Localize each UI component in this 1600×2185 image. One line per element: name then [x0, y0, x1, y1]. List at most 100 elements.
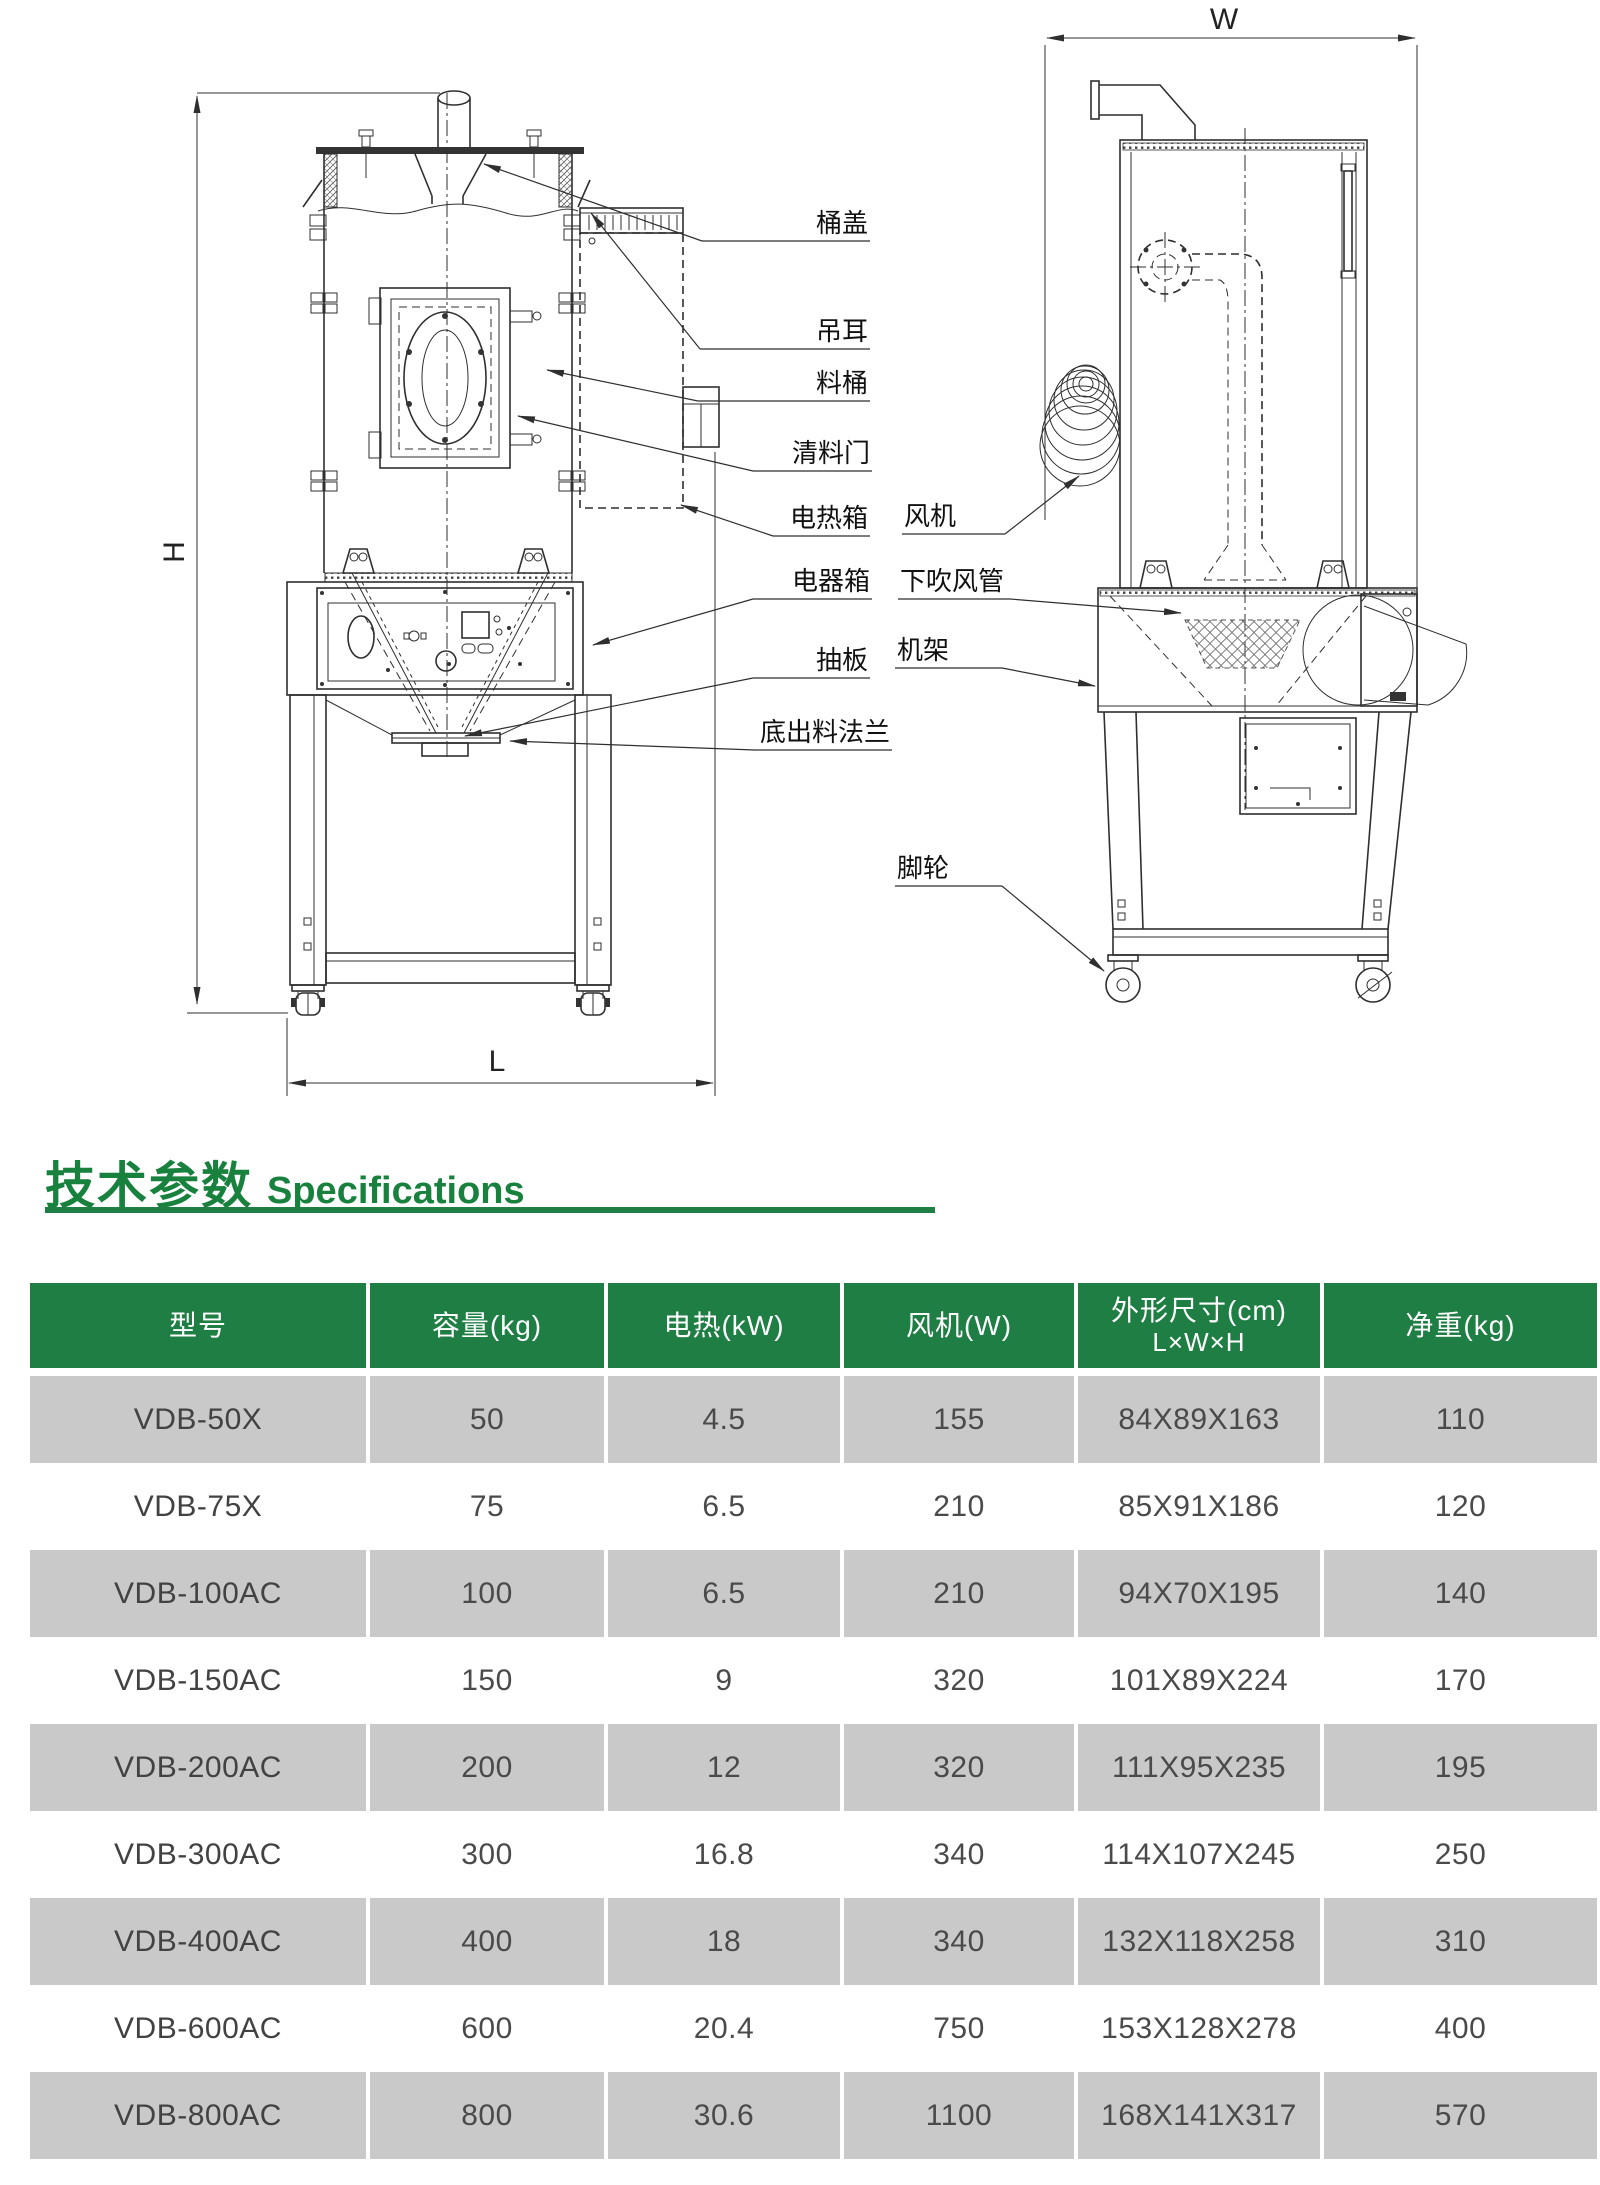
header-label: 型号	[168, 1309, 227, 1341]
label-electric-box: 电器箱	[792, 566, 870, 596]
stand-frame-side	[1103, 711, 1412, 956]
part-labels: 桶盖 吊耳 料桶 清料门 电热箱 电器箱 抽板	[464, 163, 1182, 972]
cell-capacity: 100	[370, 1550, 604, 1637]
header-sublabel: L×W×H	[1152, 1326, 1246, 1357]
cell-weight: 570	[1324, 2072, 1597, 2159]
cell-model: VDB-100AC	[30, 1550, 366, 1637]
cell-fan: 210	[844, 1463, 1074, 1550]
cell-capacity: 300	[370, 1811, 604, 1898]
perforated-plate	[1184, 619, 1301, 669]
down-blow-duct	[1130, 232, 1287, 581]
cell-fan: 210	[844, 1550, 1074, 1637]
cell-weight: 400	[1324, 1985, 1597, 2072]
cell-model: VDB-150AC	[30, 1637, 366, 1724]
section-title: 技术参数 Specifications	[45, 1146, 525, 1218]
section-title-en: Specifications	[267, 1170, 525, 1212]
cell-weight: 140	[1324, 1550, 1597, 1637]
label-heating-box: 电热箱	[790, 503, 868, 533]
technical-drawing: H L	[158, 3, 1468, 1096]
cell-weight: 120	[1324, 1463, 1597, 1550]
cell-dims: 84X89X163	[1078, 1376, 1320, 1463]
cell-heating: 18	[608, 1898, 840, 1985]
cell-fan: 155	[844, 1376, 1074, 1463]
cell-heating: 12	[608, 1724, 840, 1811]
cell-capacity: 75	[370, 1463, 604, 1550]
electric-control-box	[286, 581, 584, 696]
header-cell-capacity: 容量(kg)	[370, 1283, 604, 1368]
cell-dims: 94X70X195	[1078, 1550, 1320, 1637]
caster	[291, 984, 325, 1016]
cell-heating: 6.5	[608, 1463, 840, 1550]
header-label: 容量(kg)	[431, 1309, 543, 1341]
lid-bolt	[358, 129, 374, 178]
cell-heating: 4.5	[608, 1376, 840, 1463]
cell-model: VDB-200AC	[30, 1724, 366, 1811]
header-label: 风机(W)	[905, 1309, 1013, 1341]
label-material-barrel: 料桶	[816, 368, 868, 398]
cell-model: VDB-300AC	[30, 1811, 366, 1898]
cell-fan: 1100	[844, 2072, 1074, 2159]
heating-box	[579, 207, 720, 509]
header-cell-weight: 净重(kg)	[1324, 1283, 1597, 1368]
cell-capacity: 50	[370, 1376, 604, 1463]
barrel-side-body	[1119, 139, 1368, 589]
lid-bolt	[526, 129, 542, 178]
cell-heating: 6.5	[608, 1550, 840, 1637]
cell-dims: 114X107X245	[1078, 1811, 1320, 1898]
cell-weight: 110	[1324, 1376, 1597, 1463]
label-bottom-discharge-flange: 底出料法兰	[760, 717, 890, 747]
cell-heating: 30.6	[608, 2072, 840, 2159]
caster	[1355, 954, 1393, 1003]
cell-model: VDB-400AC	[30, 1898, 366, 1985]
label-machine-frame: 机架	[897, 635, 949, 665]
cell-dims: 85X91X186	[1078, 1463, 1320, 1550]
header-label: 外形尺寸(cm)	[1111, 1294, 1287, 1326]
header-label: 电热(kW)	[663, 1309, 785, 1341]
section-title-zh: 技术参数	[45, 1158, 253, 1214]
lifting-lug	[309, 214, 581, 241]
title-underline	[45, 1207, 935, 1213]
cell-model: VDB-800AC	[30, 2072, 366, 2159]
cell-fan: 320	[844, 1637, 1074, 1724]
cell-fan: 750	[844, 1985, 1074, 2072]
label-clean-out-door: 清料门	[792, 438, 870, 468]
cell-dims: 101X89X224	[1078, 1637, 1320, 1724]
cell-capacity: 600	[370, 1985, 604, 2072]
outlet-elbow-pipe	[1090, 80, 1196, 140]
label-caster: 脚轮	[897, 853, 949, 883]
panel-window	[347, 615, 375, 659]
clean-out-door	[368, 287, 542, 469]
support-bracket	[341, 548, 551, 574]
header-cell-heating: 电热(kW)	[608, 1283, 840, 1368]
cell-fan: 320	[844, 1724, 1074, 1811]
label-lifting-lug: 吊耳	[816, 316, 868, 346]
cell-fan: 340	[844, 1811, 1074, 1898]
cell-weight: 170	[1324, 1637, 1597, 1724]
cell-heating: 9	[608, 1637, 840, 1724]
front-view-drawing: H L	[158, 90, 720, 1096]
cell-capacity: 200	[370, 1724, 604, 1811]
header-cell-model: 型号	[30, 1283, 366, 1368]
cell-weight: 195	[1324, 1724, 1597, 1811]
caster	[1105, 954, 1141, 1003]
plenum-box	[1097, 587, 1468, 713]
cell-dims: 111X95X235	[1078, 1724, 1320, 1811]
h-dimension-label: H	[158, 541, 191, 563]
side-view-drawing: W	[1039, 3, 1468, 1003]
panel-display	[461, 611, 490, 639]
bottom-discharge-flange	[391, 732, 501, 757]
caster	[576, 984, 610, 1016]
cell-heating: 16.8	[608, 1811, 840, 1898]
cell-weight: 310	[1324, 1898, 1597, 1985]
label-down-blow-pipe: 下吹风管	[900, 566, 1004, 596]
cell-weight: 250	[1324, 1811, 1597, 1898]
